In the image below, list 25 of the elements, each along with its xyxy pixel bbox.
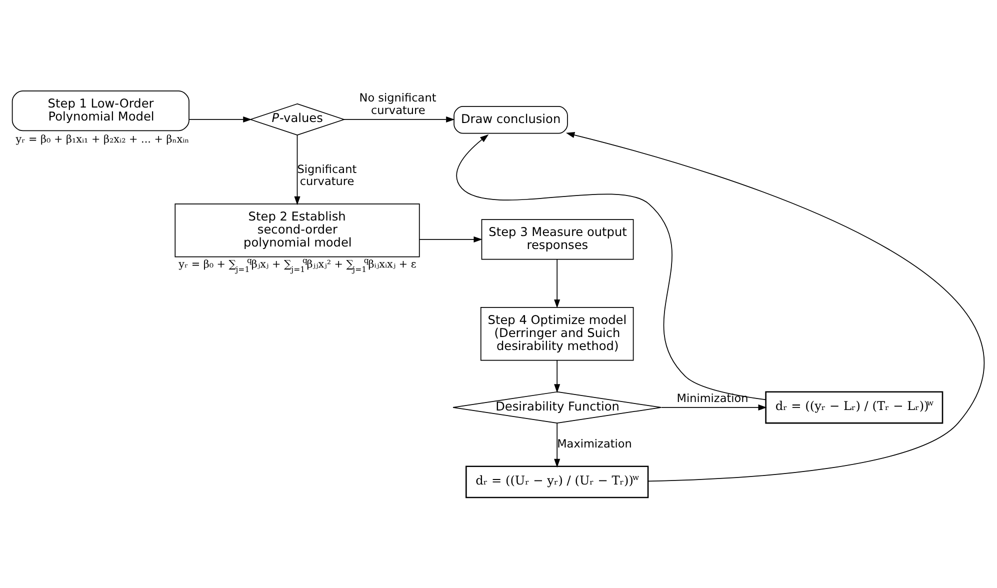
node-diamond: Desirability Function (452, 391, 662, 424)
node-box: dᵣ = ((Uᵣ − yᵣ) / (Uᵣ − Tᵣ))$^{w}$ (466, 466, 649, 498)
edge-label: Maximization (557, 438, 632, 451)
node-box: Step 3 Measure output responses (481, 219, 634, 260)
node-box: dᵣ = ((yᵣ − Lᵣ) / (Tᵣ − Lᵣ))$^{w}$ (765, 391, 944, 424)
node-label: yᵣ = β₀ + β₁xᵢ₁ + β₂xᵢ₂ + ... + βₙxᵢₙ (16, 134, 190, 146)
edge-label: No significant curvature (359, 92, 436, 117)
node-box: Draw conclusion (454, 106, 568, 134)
arrow (419, 236, 482, 242)
arrow (554, 422, 560, 468)
arrow (344, 116, 455, 123)
arrow (660, 404, 767, 410)
node-label: yᵣ = β₀ + ∑$_{j=1}$$^{q}$βⱼxⱼ + ∑$_{j=1}$$^{q}$βⱼⱼxⱼ² + ∑$_{j=1}$$^{q}$βᵢⱼxᵢxⱼ + ε (178, 256, 416, 274)
node-box: Step 4 Optimize model (Derringer and Suich desirability method) (480, 307, 634, 361)
arrow (188, 116, 252, 123)
arrow (566, 132, 984, 482)
node-diamond: P-values (249, 103, 346, 136)
edge-label: Significant curvature (297, 163, 357, 188)
arrow (554, 360, 560, 393)
edge-label: Minimization (676, 392, 748, 405)
arrow (554, 258, 560, 308)
node-box: Step 1 Low-Order Polynomial Model (12, 90, 190, 132)
node-box: Step 2 Establish second-order polynomial model (174, 204, 420, 258)
arrow (456, 134, 766, 400)
arrow (294, 134, 300, 206)
